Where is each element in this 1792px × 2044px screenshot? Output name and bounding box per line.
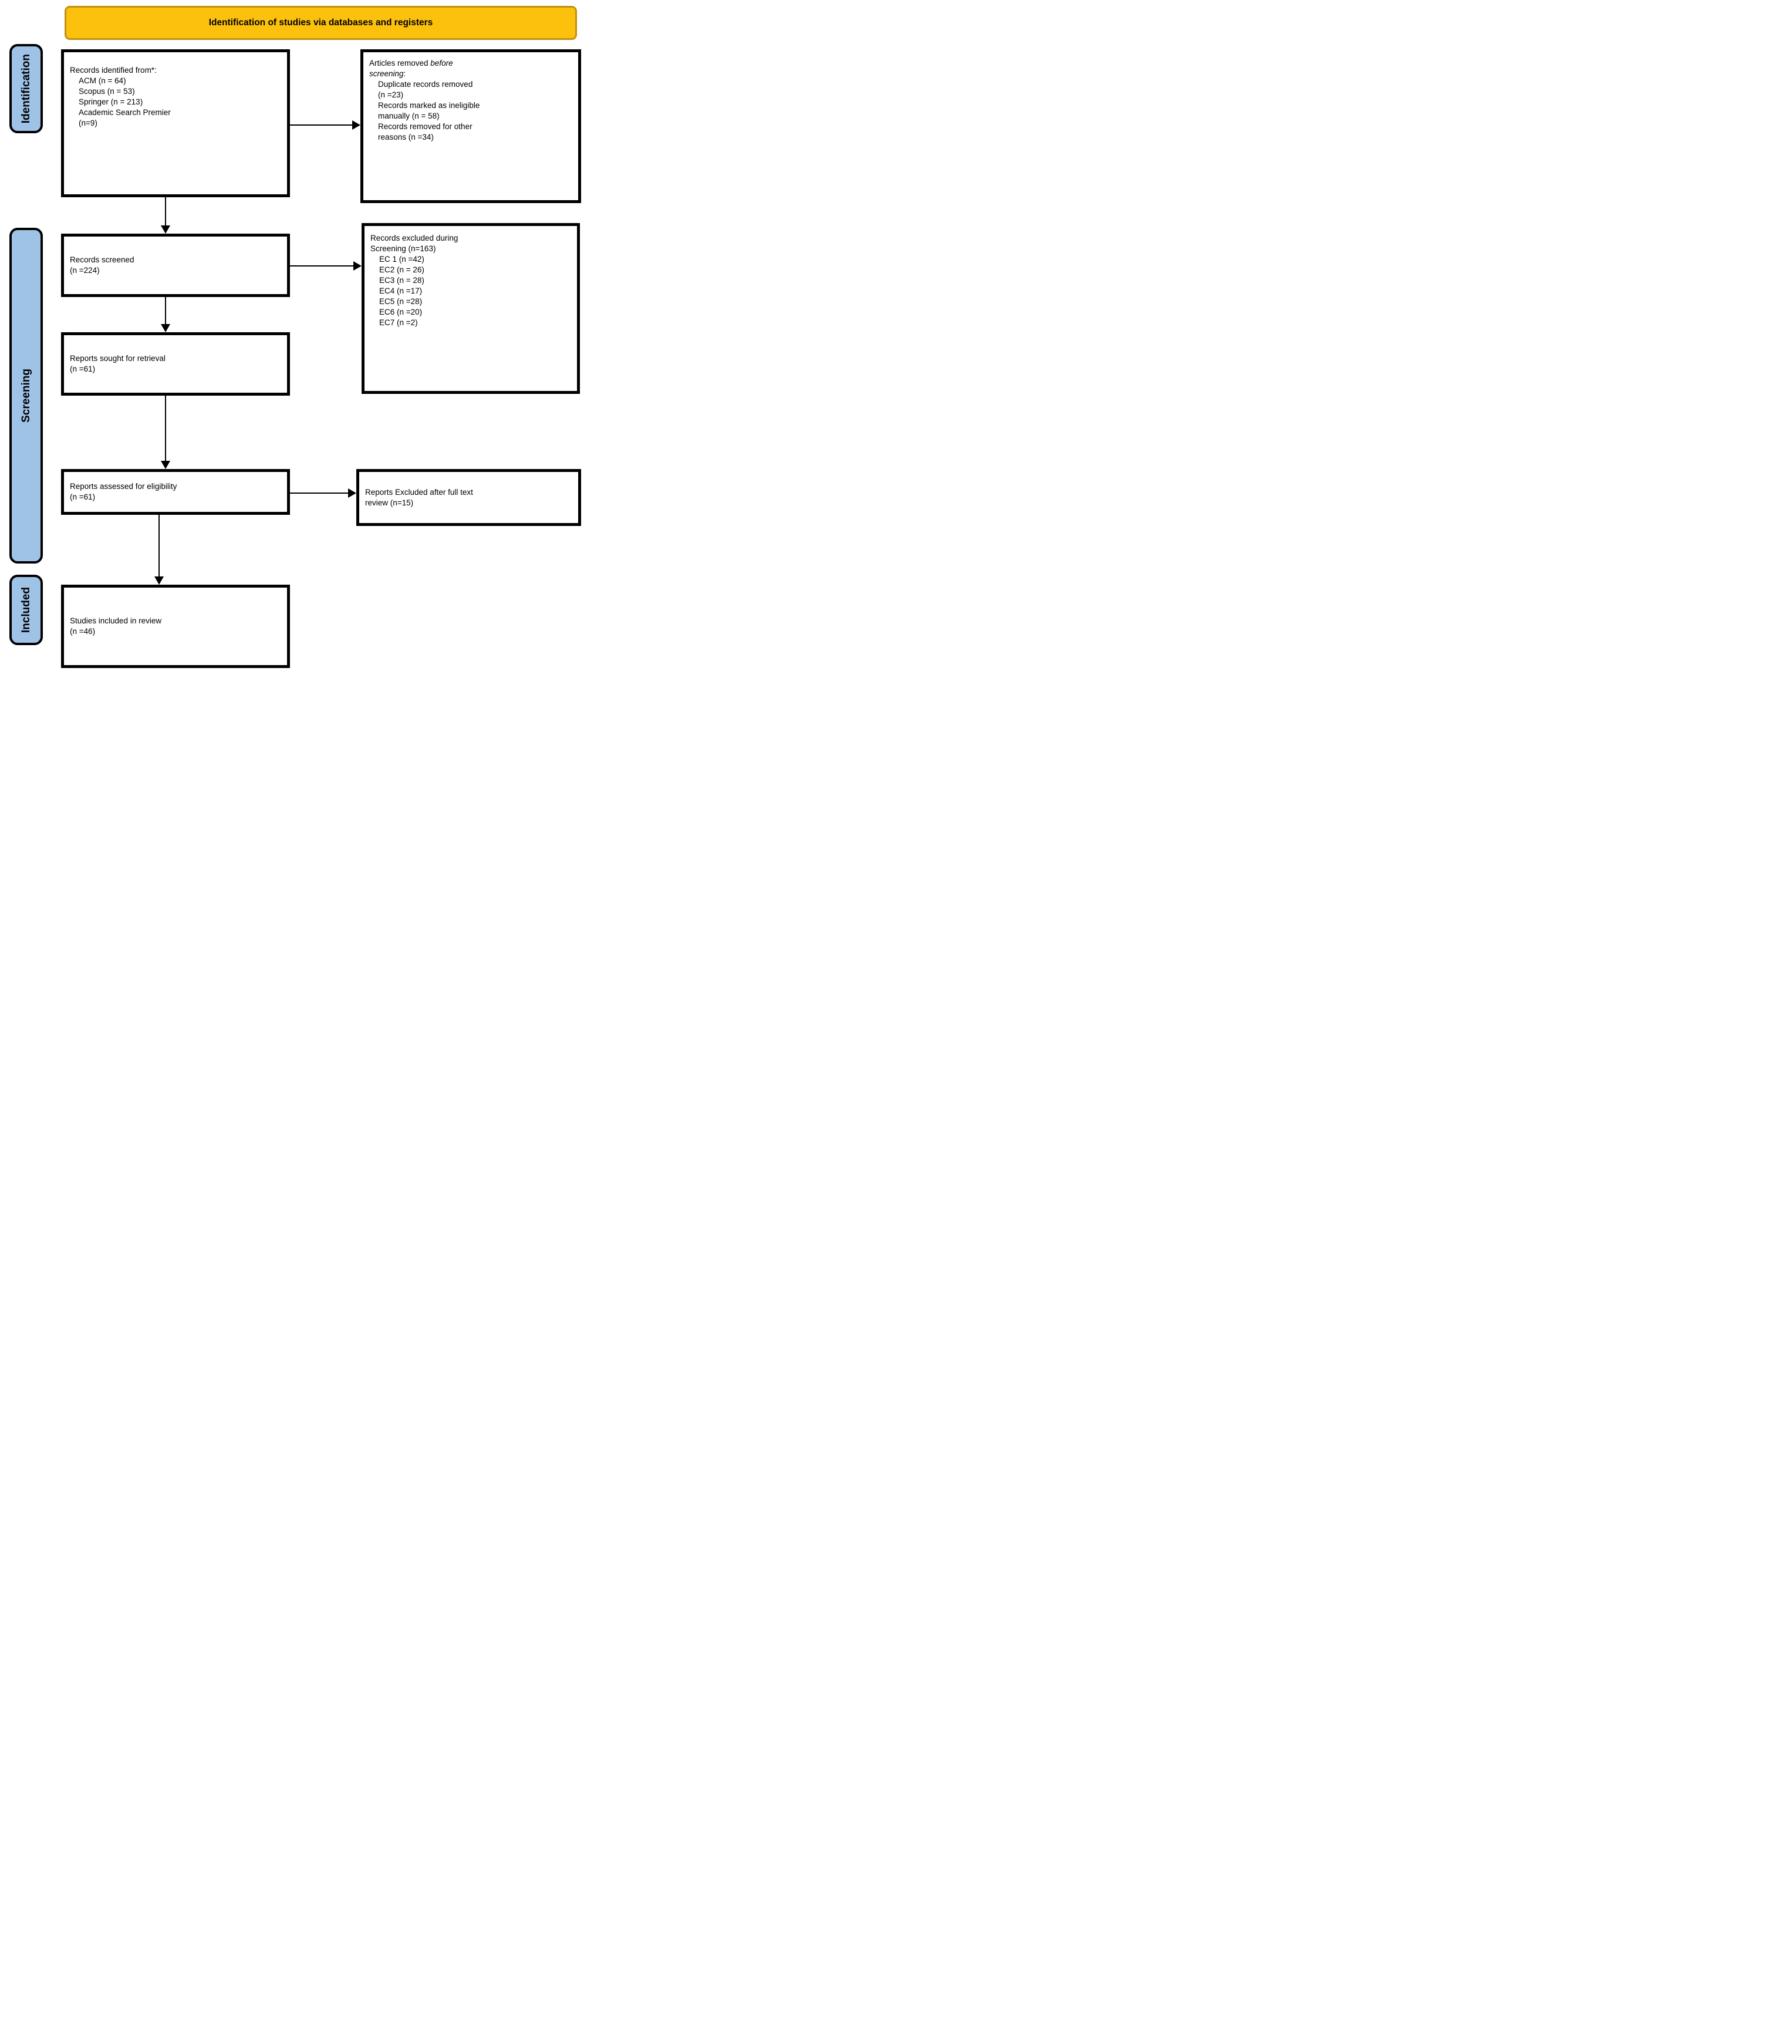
text-line: EC6 (n =20) xyxy=(379,308,423,316)
text-line: Records marked as ineligible xyxy=(378,101,480,110)
arrow-assessed-to-excluded-line xyxy=(290,493,349,494)
studies-included-box: Studies included in review (n =46) xyxy=(61,585,290,668)
arrow-sought-to-assessed-line xyxy=(165,396,166,461)
articles-removed-title-line1: Articles removed before xyxy=(369,58,573,69)
articles-removed-title-normal: Articles removed xyxy=(369,59,431,68)
text-line: manually (n = 58) xyxy=(378,112,440,120)
arrow-screened-to-excluded-line xyxy=(290,265,354,267)
text-line: (n=9) xyxy=(79,119,97,127)
text-line: Springer (n = 213) xyxy=(79,97,143,106)
text-line: Reports Excluded after full text xyxy=(365,487,473,497)
studies-included-count: (n =46) xyxy=(70,627,96,636)
arrow-screened-to-sought-line xyxy=(165,297,166,325)
articles-removed-box: Articles removed before screening: Dupli… xyxy=(360,49,581,203)
text-line: EC5 (n =28) xyxy=(379,297,423,306)
reports-sought-count: (n =61) xyxy=(70,365,96,373)
articles-removed-title-colon: : xyxy=(403,69,406,78)
records-identified-box: Records identified from*: ACM (n = 64) Sc… xyxy=(61,49,290,197)
sidebar-identification: Identification xyxy=(9,44,43,133)
sidebar-screening: Screening xyxy=(9,228,43,564)
text-line: EC3 (n = 28) xyxy=(379,276,424,285)
records-identified-title: Records identified from*: xyxy=(70,66,157,75)
text-line: EC2 (n = 26) xyxy=(379,265,424,274)
arrow-sought-to-assessed-head-icon xyxy=(161,461,170,469)
sidebar-included-label: Included xyxy=(19,586,32,633)
text-line: Academic Search Premier xyxy=(79,108,171,117)
arrow-screened-to-excluded-head-icon xyxy=(353,261,362,271)
sidebar-identification-label: Identification xyxy=(19,53,32,124)
reports-assessed-box: Reports assessed for eligibility (n =61) xyxy=(61,469,290,515)
studies-included-label: Studies included in review xyxy=(70,616,162,625)
arrow-assessed-to-included-head-icon xyxy=(154,576,164,585)
text-line: (n =23) xyxy=(378,90,404,99)
arrow-assessed-to-included-line xyxy=(158,515,160,577)
text-line: EC4 (n =17) xyxy=(379,286,423,295)
sidebar-screening-label: Screening xyxy=(19,369,32,423)
articles-removed-reasons: Duplicate records removed(n =23) Records … xyxy=(378,79,573,143)
arrow-identified-to-screened-line xyxy=(165,197,166,227)
text-line: EC7 (n =2) xyxy=(379,318,418,327)
text-line: Screening (n=163) xyxy=(370,244,436,253)
text-line: Records removed for other xyxy=(378,122,473,131)
reports-assessed-count: (n =61) xyxy=(70,493,96,501)
text-line: Records excluded during xyxy=(370,234,458,242)
text-line: Scopus (n = 53) xyxy=(79,87,135,96)
sidebar-included: Included xyxy=(9,575,43,645)
records-identified-sources: ACM (n = 64) Scopus (n = 53)Springer (n =… xyxy=(79,76,282,129)
arrow-identified-to-removed-line xyxy=(290,124,353,126)
records-excluded-criteria: EC 1 (n =42)EC2 (n = 26) EC3 (n = 28)EC4 … xyxy=(379,254,572,328)
banner: Identification of studies via databases … xyxy=(65,6,577,40)
arrow-identified-to-removed-head-icon xyxy=(352,120,360,130)
arrow-assessed-to-excluded-head-icon xyxy=(348,488,356,498)
arrow-identified-to-screened-head-icon xyxy=(161,225,170,234)
text-line: Duplicate records removed xyxy=(378,80,473,89)
reports-sought-box: Reports sought for retrieval (n =61) xyxy=(61,332,290,396)
records-screened-box: Records screened (n =224) xyxy=(61,234,290,297)
articles-removed-title-italic: before xyxy=(430,59,453,68)
text-line: ACM (n = 64) xyxy=(79,76,126,85)
records-screened-label: Records screened xyxy=(70,255,134,264)
text-line: EC 1 (n =42) xyxy=(379,255,424,264)
banner-title: Identification of studies via databases … xyxy=(208,18,433,28)
records-screened-count: (n =224) xyxy=(70,266,100,275)
reports-sought-label: Reports sought for retrieval xyxy=(70,354,166,363)
text-line: reasons (n =34) xyxy=(378,133,434,141)
reports-assessed-label: Reports assessed for eligibility xyxy=(70,482,177,491)
text-line: review (n=15) xyxy=(365,498,414,507)
articles-removed-title-italic2: screening xyxy=(369,69,404,78)
arrow-screened-to-sought-head-icon xyxy=(161,324,170,332)
articles-removed-title-line2: screening: xyxy=(369,69,573,79)
prisma-flow-diagram: Identification of studies via databases … xyxy=(0,0,598,682)
